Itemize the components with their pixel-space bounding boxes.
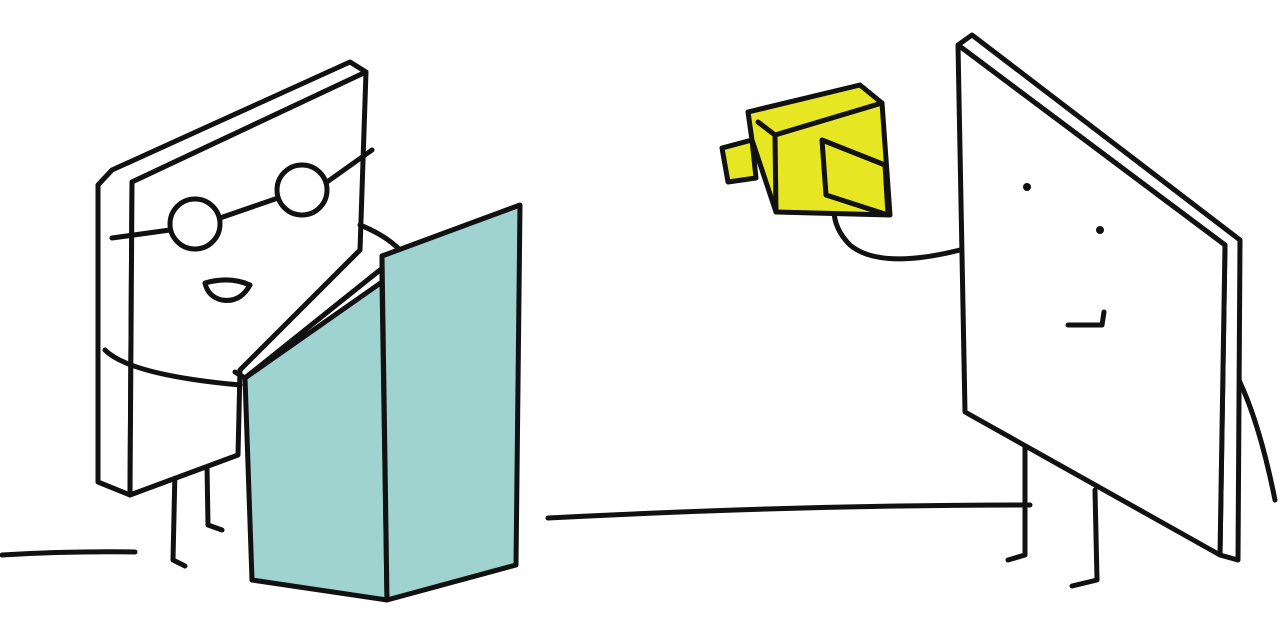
operator-body-front — [955, 42, 1228, 558]
operator-eye-right — [1096, 226, 1104, 234]
camera-character — [831, 32, 1278, 589]
camera-lens — [719, 137, 759, 185]
operator-leg-right — [1069, 487, 1100, 589]
lectern-side — [379, 202, 523, 603]
speaker-mouth — [202, 277, 253, 303]
operator-leg-left — [1005, 437, 1028, 563]
operator-eye-left — [1023, 183, 1031, 191]
glasses-icon — [109, 147, 375, 252]
speaker-leg-left — [170, 467, 188, 569]
speaker-leg-right — [204, 462, 225, 533]
floor-line-right — [545, 502, 1033, 521]
lectern — [232, 202, 523, 603]
speaker-character — [95, 59, 403, 569]
operator-arm-left — [831, 197, 963, 262]
speaker-hand-arm — [102, 347, 243, 388]
floor-line-left — [0, 549, 138, 558]
camera-viewfinder — [819, 137, 891, 218]
video-camera-icon — [719, 82, 893, 218]
speaker-arm — [357, 222, 403, 253]
operator-mouth — [1065, 309, 1107, 328]
